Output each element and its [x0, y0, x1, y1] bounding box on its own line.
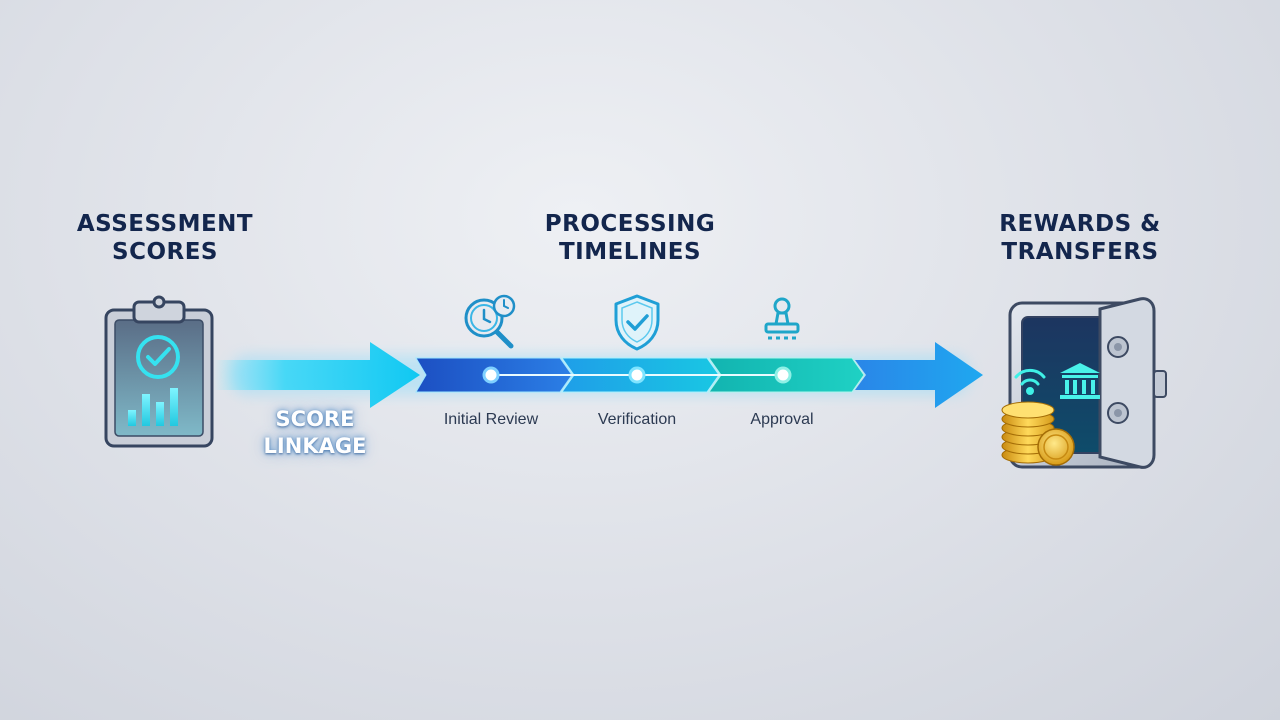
score-linkage-line1: SCORE	[275, 407, 355, 431]
step-node-approval	[774, 366, 792, 384]
assessment-scores-heading: ASSESSMENT SCORES	[40, 210, 290, 266]
assessment-heading-line2: SCORES	[112, 239, 218, 265]
assessment-heading-line1: ASSESSMENT	[76, 211, 254, 237]
stamp-icon	[764, 297, 800, 340]
coin-stack-icon	[1001, 401, 1075, 466]
rewards-heading-line1: REWARDS &	[999, 211, 1161, 237]
processing-heading-line2: TIMELINES	[558, 239, 702, 265]
bank-icon	[1060, 363, 1100, 399]
step-label-verification: Verification	[597, 411, 677, 428]
shield-check-icon	[614, 294, 660, 351]
vault-icon	[1001, 297, 1167, 469]
processing-timelines-heading: PROCESSING TIMELINES	[510, 210, 750, 266]
score-linkage-line2: LINKAGE	[263, 434, 367, 458]
step-label-approval: Approval	[750, 411, 814, 428]
rewards-transfers-heading: REWARDS & TRANSFERS	[960, 210, 1200, 266]
step-node-verification	[628, 366, 646, 384]
score-linkage-label: SCORE LINKAGE	[230, 406, 400, 460]
processing-heading-line1: PROCESSING	[544, 211, 716, 237]
step-label-initial-review: Initial Review	[443, 411, 539, 428]
step-node-initial-review	[482, 366, 500, 384]
clipboard-chart-icon	[104, 295, 214, 448]
clock-search-icon	[464, 294, 516, 349]
rewards-heading-line2: TRANSFERS	[1001, 239, 1159, 265]
wifi-icon	[1014, 368, 1046, 395]
